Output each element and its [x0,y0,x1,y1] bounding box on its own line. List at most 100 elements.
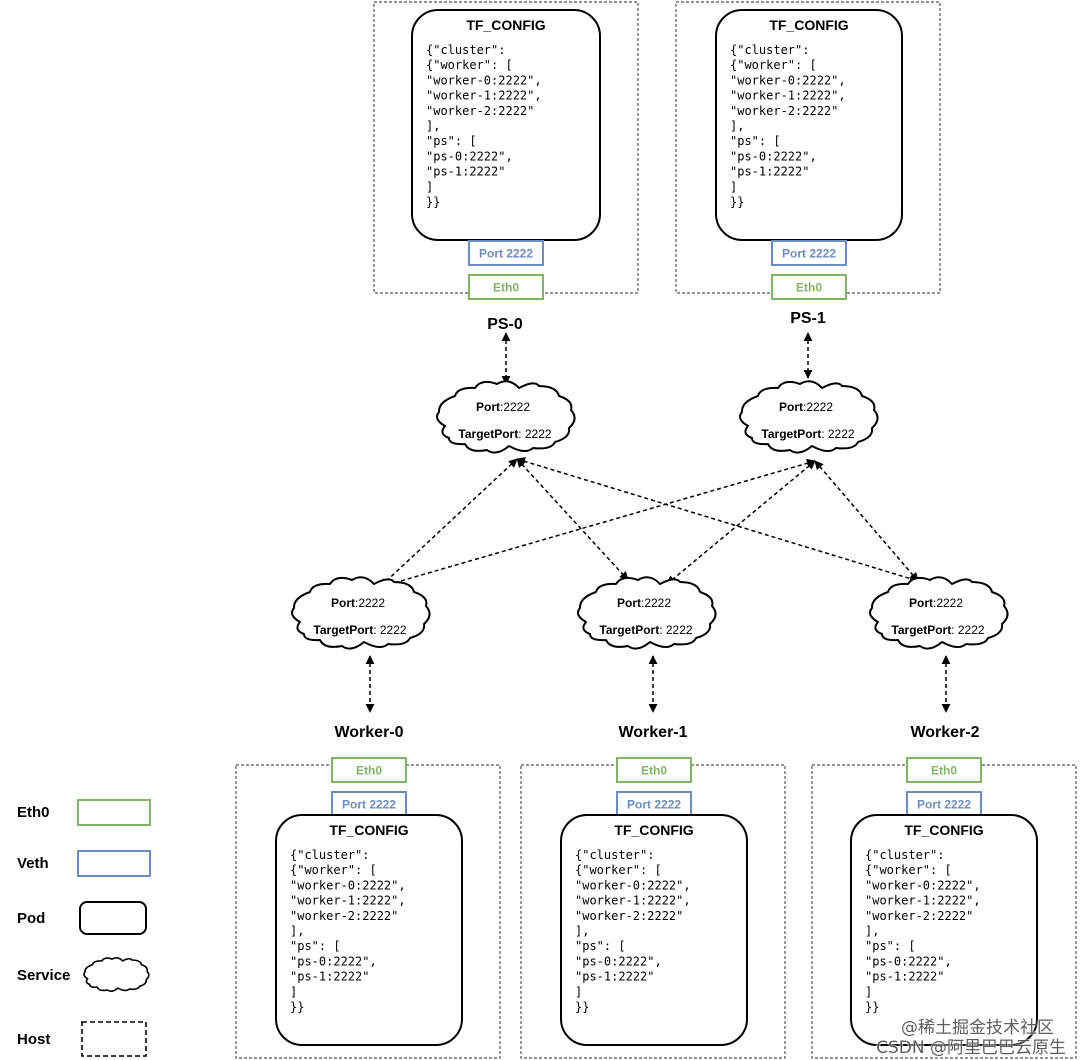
tf-config-line: "ps": [ [865,939,916,953]
eth0-interface: Eth0 [616,757,692,783]
tf-config-line: "worker-2:2222" [575,909,683,923]
tf-config-line: "worker-0:2222", [426,73,542,87]
tf-config-line: "ps-1:2222" [865,970,944,984]
hosts-layer: TF_CONFIG {"cluster": {"worker": [ "worke… [235,1,1077,1059]
eth0-interface: Eth0 [906,757,982,783]
tf-config-line: {"cluster": [426,43,505,57]
ps-host-1: TF_CONFIG{"cluster": {"worker": [ "worke… [675,1,941,300]
tf-config-line: {"cluster": [730,43,809,57]
tf-config-line: {"cluster": [575,848,654,862]
tf-config-line: {"worker": [ [426,58,513,72]
pod: TF_CONFIG{"cluster": {"worker": [ "worke… [850,814,1038,1046]
service-port-value: :2222 [355,596,385,610]
veth-port: Port 2222 [906,791,982,817]
watermark-csdn: CSDN @阿里巴巴云原生 [876,1038,1066,1058]
pod: TF_CONFIG{"cluster": {"worker": [ "worke… [275,814,463,1046]
tf-config-title: TF_CONFIG [466,17,545,33]
eth-box [771,274,847,300]
service-targetport-key: TargetPort [891,623,951,637]
port-label: Port 2222 [917,798,971,812]
tf-config-line: "ps-1:2222" [426,165,505,179]
tf-config-line: "worker-2:2222" [426,104,534,118]
node-label-worker-2: Worker-2 [910,724,979,741]
tf-config-line: {"worker": [ [575,863,662,877]
tf-config-line: ], [426,119,440,133]
eth0-interface: Eth0 [771,274,847,300]
tf-config-title: TF_CONFIG [614,822,693,838]
tf-config-line: "ps-1:2222" [730,165,809,179]
legend-pod-swatch [79,901,147,935]
tf-config-line: "ps-0:2222", [865,954,952,968]
legend-label: Host [17,1031,50,1048]
legend-label: Pod [17,910,45,927]
cloud-shape [577,576,717,650]
service-targetport-value: : 2222 [373,623,407,637]
service-targetport-value: : 2222 [821,427,855,441]
tf-config-line: ] [426,180,433,194]
tf-config-line: "ps": [ [575,939,626,953]
eth0-interface: Eth0 [331,757,407,783]
service-port-value: :2222 [933,596,963,610]
tf-config-line: "worker-1:2222", [730,89,846,103]
eth-label: Eth0 [641,764,667,778]
legend-host-swatch [81,1021,147,1057]
cloud-shape [739,380,879,454]
legend-item-eth0: Eth0 [17,799,151,826]
cloud-shape [436,380,576,454]
port-label: Port 2222 [627,798,681,812]
eth-label: Eth0 [493,281,519,295]
tf-config-line: "worker-0:2222", [575,878,691,892]
legend-item-host: Host [17,1021,147,1057]
service-port-key: Port [909,596,933,610]
eth-box [906,757,982,783]
tf-config-line: "worker-0:2222", [865,878,981,892]
pod-border [560,814,748,1046]
eth-box [331,757,407,783]
tf-config-line: "ps-1:2222" [290,970,369,984]
eth0-interface: Eth0 [468,274,544,300]
veth-port: Port 2222 [771,240,847,266]
tf-config-line: }} [426,195,440,209]
legend-label: Eth0 [17,804,50,821]
tf-config-title: TF_CONFIG [904,822,983,838]
veth-box [468,240,544,266]
tf-config-line: ], [730,119,744,133]
tf-config-line: "worker-0:2222", [290,878,406,892]
tf-config-line: "worker-2:2222" [290,909,398,923]
node-label-worker-0: Worker-0 [334,724,403,741]
eth-label: Eth0 [356,764,382,778]
service-port-value: :2222 [500,400,530,414]
legend-veth-swatch [77,850,151,877]
tf-config-line: ], [865,924,879,938]
service-targetport: TargetPort: 2222 [313,623,406,637]
service-port-value: :2222 [641,596,671,610]
ps-0-to-worker-2 [516,457,919,583]
service-port-value: :2222 [803,400,833,414]
tf-config-line: ], [290,924,304,938]
tf-config-line: ], [575,924,589,938]
tf-config-line: {"worker": [ [730,58,817,72]
tf-config-line: "worker-2:2222" [730,104,838,118]
tf-config-line: ] [575,985,582,999]
connections-layer [365,332,951,713]
legend-label: Veth [17,855,49,872]
eth-label: Eth0 [931,764,957,778]
legend-cloud-swatch [83,957,150,993]
tf-config-title: TF_CONFIG [329,822,408,838]
tf-config-line: "ps-0:2222", [730,149,817,163]
service-port: Port:2222 [617,596,671,610]
legend-item-service: Service [17,957,150,993]
legend-item-veth: Veth [17,850,151,877]
pod: TF_CONFIG {"cluster": {"worker": [ "worke… [560,814,748,1046]
pod: TF_CONFIG {"cluster": {"worker": [ "worke… [411,9,601,241]
